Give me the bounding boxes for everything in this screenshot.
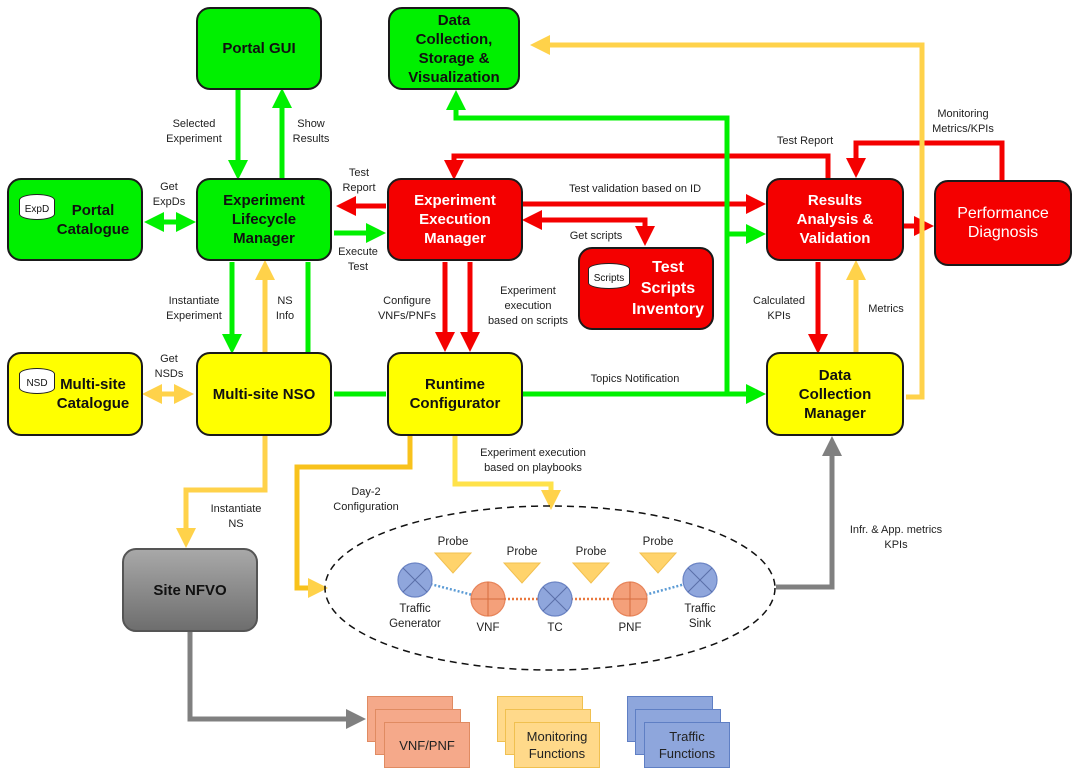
runtime-configurator-label: Runtime Configurator <box>409 376 501 412</box>
label-exp-exec-scripts: Experiment execution based on scripts <box>487 285 569 327</box>
data-collection-storage-box[interactable]: Data Collection, Storage & Visualization <box>388 7 520 90</box>
chain-node-label: VNF <box>476 622 500 634</box>
scripts-database-icon: Scripts <box>588 263 630 289</box>
label-monitoring-metrics: Monitoring Metrics/KPIs <box>932 108 994 135</box>
arrow-infra-metrics <box>776 436 842 590</box>
multisite-catalogue-label: Multi-site Catalogue <box>56 376 130 412</box>
label-day2-configuration: Day-2 Configuration <box>333 486 399 513</box>
probe-icon <box>638 552 678 574</box>
experiment-lifecycle-manager-label: Experiment Lifecycle Manager <box>223 192 305 247</box>
experiment-execution-manager-label: Experiment Execution Manager <box>414 192 496 247</box>
chain-node-label: Traffic Generator <box>389 603 441 630</box>
arrow-monitoring-metrics <box>846 140 1005 180</box>
label-ns-info: NS Info <box>275 295 295 322</box>
experiment-lifecycle-manager-box[interactable]: Experiment Lifecycle Manager <box>196 178 332 261</box>
site-nfvo-box[interactable]: Site NFVO <box>122 548 258 632</box>
performance-diagnosis-box[interactable]: Performance Diagnosis <box>934 180 1072 266</box>
arrow-instantiate-ns <box>176 436 268 548</box>
site-nfvo-label: Site NFVO <box>153 581 227 599</box>
label-get-expds: Get ExpDs <box>152 181 186 208</box>
probe-label: Probe <box>437 536 469 548</box>
label-get-scripts: Get scripts <box>569 230 623 242</box>
probe-label: Probe <box>506 546 538 558</box>
label-topics-notification: Topics Notification <box>590 373 680 385</box>
test-environment-ellipse <box>324 505 776 671</box>
traffic-node-icon <box>537 581 573 617</box>
results-analysis-validation-box[interactable]: Results Analysis & Validation <box>766 178 904 261</box>
probe-label: Probe <box>642 536 674 548</box>
label-exp-exec-playbooks: Experiment execution based on playbooks <box>480 447 586 474</box>
arrow-test-report-top <box>444 153 831 180</box>
function-node-icon <box>470 581 506 617</box>
traffic-node-icon <box>397 562 433 598</box>
label-instantiate-ns: Instantiate NS <box>210 503 262 530</box>
probe-icon <box>502 562 542 584</box>
label-calculated-kpis: Calculated KPIs <box>753 295 805 322</box>
label-test-report-left: Test Report <box>342 167 376 194</box>
data-collection-storage-label: Data Collection, Storage & Visualization <box>408 11 500 86</box>
probe-icon <box>571 562 611 584</box>
traffic-functions-label: Traffic Functions <box>658 729 716 761</box>
label-selected-experiment: Selected Experiment <box>166 118 222 145</box>
chain-node-label: PNF <box>618 622 642 634</box>
portal-gui-box[interactable]: Portal GUI <box>196 7 322 90</box>
function-node-icon <box>612 581 648 617</box>
label-infra-app-metrics: Infr. & App. metrics KPIs <box>849 524 943 551</box>
label-instantiate-experiment: Instantiate Experiment <box>166 295 222 322</box>
chain-node-label: TC <box>547 622 563 634</box>
portal-gui-label: Portal GUI <box>222 40 296 57</box>
expd-database-icon: ExpD <box>19 194 55 220</box>
label-metrics: Metrics <box>868 303 904 315</box>
experiment-execution-manager-box[interactable]: Experiment Execution Manager <box>387 178 523 261</box>
arrow-nfvo-to-functions <box>187 632 366 729</box>
label-test-report-top: Test Report <box>776 135 834 147</box>
arrow-exp-exec-playbooks <box>452 436 561 510</box>
performance-diagnosis-label: Performance Diagnosis <box>957 205 1049 241</box>
monitoring-functions-label: Monitoring Functions <box>526 729 588 761</box>
chain-node-label: Traffic Sink <box>684 603 716 630</box>
label-show-results: Show Results <box>292 118 330 145</box>
arrow-get-scripts <box>522 210 655 246</box>
data-collection-manager-label: Data Collection Manager <box>798 366 872 422</box>
label-get-nsds: Get NSDs <box>154 353 184 380</box>
label-execute-test: Execute Test <box>338 246 378 273</box>
runtime-configurator-box[interactable]: Runtime Configurator <box>387 352 523 436</box>
probe-label: Probe <box>575 546 607 558</box>
arrow-day2-configuration <box>294 436 413 598</box>
arrow-dcm-to-storage <box>530 35 925 400</box>
multisite-nso-label: Multi-site NSO <box>212 385 316 403</box>
label-configure-vnfs: Configure VNFs/PNFs <box>377 295 437 322</box>
traffic-node-icon <box>682 562 718 598</box>
multisite-nso-box[interactable]: Multi-site NSO <box>196 352 332 436</box>
label-test-validation: Test validation based on ID <box>568 183 702 195</box>
vnf-pnf-label: VNF/PNF <box>399 737 455 753</box>
arrow-to-data-storage <box>446 90 730 394</box>
test-scripts-inventory-label: Test Scripts Inventory <box>631 259 704 318</box>
results-analysis-validation-label: Results Analysis & Validation <box>796 192 874 247</box>
probe-icon <box>433 552 473 574</box>
portal-catalogue-label: Portal Catalogue <box>56 201 130 238</box>
data-collection-manager-box[interactable]: Data Collection Manager <box>766 352 904 436</box>
nsd-database-icon: NSD <box>19 368 55 394</box>
